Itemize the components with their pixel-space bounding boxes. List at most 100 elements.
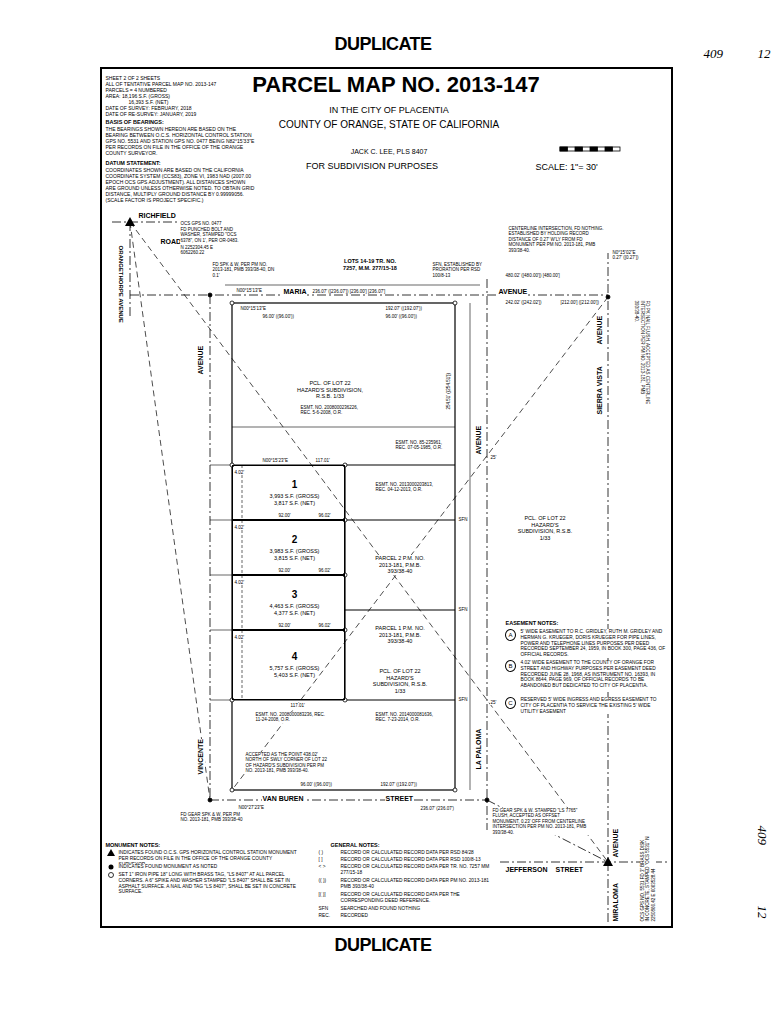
coordinate: N 2252304.45 E 6062260.22 bbox=[180, 245, 221, 256]
parcel-area: 4,377 S.F. (NET) bbox=[273, 610, 316, 617]
note-text: RESERVED 5' WIDE INGRESS AND EGRESS EASE… bbox=[520, 697, 666, 714]
parcel-box: 4 5,757 S.F. (GROSS)5,403 S.F. (NET) bbox=[232, 630, 345, 700]
dimension: 117.01' bbox=[315, 458, 330, 463]
surveyor-name: JACK C. LEE, PLS 8407 bbox=[350, 148, 428, 156]
stamp: DUPLICATE bbox=[334, 34, 432, 56]
centerlines bbox=[112, 222, 668, 925]
street-name: AVENUE bbox=[475, 425, 483, 455]
street-name: AVENUE bbox=[197, 345, 205, 375]
easement-label: ESMT. NO. 2014000081636, REC. 7-23-2014,… bbox=[375, 712, 436, 723]
note-symbols bbox=[107, 849, 115, 878]
parcel-area: 3,983 S.F. (GROSS) bbox=[269, 548, 321, 555]
sheet-number: 12 bbox=[757, 46, 771, 62]
lot-label: PCL. OF LOT 22 HAZARD'S SUBDIVISION, R.S… bbox=[512, 515, 578, 541]
monument-note: OCS GPS NO. 5531 FD 3" BRASS DISK IN CON… bbox=[640, 836, 656, 922]
sheet-number: 409 bbox=[703, 46, 724, 62]
lot-label: PARCEL 2 P.M. NO. 2013-181, P.M.B. 393/3… bbox=[370, 555, 431, 575]
tract-label: LOTS 14-19 TR. NO. 7257, M.M. 277/15-18 bbox=[340, 258, 401, 271]
note-text: COORDINATES SHOWN ARE BASED ON THE CALIF… bbox=[105, 167, 256, 203]
lot-label: PCL. OF LOT 22 HAZARD'S SUBDIVISION, R.S… bbox=[295, 380, 366, 400]
note-text: 4.02' WIDE EASEMENT TO THE COUNTY OF ORA… bbox=[520, 660, 666, 689]
note-text: SEARCHED AND FOUND NOTHING bbox=[340, 906, 421, 912]
note-text: THE BEARINGS SHOWN HEREON ARE BASED ON T… bbox=[105, 126, 256, 156]
scale-note: SCALE: 1"= 30' bbox=[535, 162, 598, 173]
note-text: 5' WIDE EASEMENT TO R.C. GRIDLEY, RUTH M… bbox=[520, 629, 666, 658]
note-text: INDICATES FOUND MONUMENT AS NOTED bbox=[118, 864, 218, 870]
monuments bbox=[208, 293, 610, 802]
note-heading: EASEMENT NOTES: bbox=[505, 620, 559, 627]
street-name: VINCENTE bbox=[197, 739, 205, 775]
dimension: 4.02' bbox=[234, 580, 245, 585]
note-heading: BASIS OF BEARINGS: bbox=[105, 119, 164, 126]
easement-label: ESMT. NO. 2008000236226, REC. 5-6-2008, … bbox=[300, 405, 361, 416]
dimension: 96.02' bbox=[318, 513, 331, 518]
sheet-frame bbox=[101, 68, 672, 927]
monument-note: CENTERLINE INTERSECTION, FD NOTHING. EST… bbox=[508, 226, 609, 253]
street-name: MARIA bbox=[283, 288, 307, 296]
scale-bar bbox=[560, 147, 620, 151]
easement-label: ESMT. NO. 85-235961, REC. 07-05-1985, O.… bbox=[395, 440, 451, 451]
monument-note: OCS GPS NO. 0477 bbox=[180, 221, 222, 226]
note-symbol: REC. bbox=[318, 913, 330, 919]
stamp: DUPLICATE bbox=[334, 935, 432, 957]
parcel-number: 2 bbox=[291, 534, 299, 546]
note-symbol: < > bbox=[318, 864, 326, 870]
easement-label: ESMT. NO. 2013000203813, REC. 04-12-2013… bbox=[375, 482, 436, 493]
sheet-number: 409 bbox=[754, 825, 770, 846]
dimension: [212.00'] ([212.00']) bbox=[560, 300, 600, 305]
bearing: N00°15'13"E bbox=[236, 288, 263, 293]
note-symbol: SFN bbox=[318, 906, 329, 912]
dimension: 242.02' ([242.02']) bbox=[505, 300, 542, 305]
dimension: 25' bbox=[490, 700, 497, 705]
parcel-number: 4 bbox=[291, 651, 299, 663]
monument-note: ACCEPTED AS THE POINT 438.02' NORTH OF S… bbox=[245, 752, 331, 774]
dimension: 96.02' bbox=[318, 568, 331, 573]
street-name: AVENUE bbox=[498, 288, 528, 296]
parcel-area: 3,993 S.F. (GROSS) bbox=[269, 493, 321, 500]
parcel-box: 34,463 S.F. (GROSS)4,377 S.F. (NET) bbox=[232, 575, 345, 630]
note-text: SET 1" IRON PIPE 18" LONG WITH BRASS TAG… bbox=[118, 872, 299, 895]
note-heading: GENERAL NOTES: bbox=[330, 842, 380, 849]
note-text: RECORD OR CALCULATED RECORD DATA PER TR.… bbox=[340, 864, 491, 876]
street-name: SIERRA VISTA bbox=[596, 366, 604, 415]
gps-stations bbox=[125, 217, 613, 866]
parcel-number: 1 bbox=[291, 479, 299, 491]
street-name: RICHFIELD bbox=[138, 212, 176, 220]
monument-note: SFN bbox=[458, 697, 468, 702]
note-symbol: (( )) bbox=[318, 878, 327, 884]
note-text: RECORD OR CALCULATED RECORD DATA PER RSD… bbox=[340, 857, 481, 863]
monument-note: FD GEAR SPK & W, PER PM NO. 2013-181, PM… bbox=[180, 812, 246, 823]
callout-letter: C bbox=[507, 700, 513, 706]
dimension: 236.07' ([236.07']) [236.00'] [236.07'] bbox=[312, 289, 386, 294]
dimension: 25' bbox=[490, 455, 497, 460]
parcel-number: 3 bbox=[291, 589, 299, 601]
note-text: RECORDED bbox=[340, 913, 368, 919]
monument-note: FD PUNCHED BOLT AND WASHER, STAMPED "OCS… bbox=[180, 227, 251, 243]
monument-note: SFN, ESTABLISHED BY PRORATION PER RSD 10… bbox=[432, 262, 488, 278]
callout-letter: B bbox=[507, 663, 513, 669]
easement-label: ESMT. NO. 2008000083236, REC. 11-24-2008… bbox=[255, 712, 326, 723]
note-text: RECORD OR CALCULATED RECORD DATA PER THE… bbox=[340, 892, 491, 904]
note-heading: DATUM STATEMENT: bbox=[105, 160, 161, 167]
bearing: N00°15'13"E bbox=[240, 306, 267, 311]
monument-note: FD GEAR SPK & W. STAMPED "LS 7765" FLUSH… bbox=[492, 808, 588, 835]
title-line: COUNTY OF ORANGE, STATE OF CALIFORNIA bbox=[278, 119, 500, 131]
parcel-area: 5,757 S.F. (GROSS) bbox=[269, 665, 321, 672]
title-line: IN THE CITY OF PLACENTIA bbox=[329, 105, 450, 116]
dimension: N0°15'02"E 0.27' ([0.27']) bbox=[612, 250, 643, 261]
dimension: 92.00' bbox=[278, 623, 291, 628]
dimension: 236.07' (236.07') bbox=[420, 806, 455, 811]
dimension: 192.07' ((192.07')) bbox=[380, 782, 418, 787]
dimension: 96.00' ((96.00')) bbox=[385, 314, 418, 319]
callout-circle: C bbox=[505, 697, 516, 709]
monument-note: SFN bbox=[458, 517, 468, 522]
callout-circle: A bbox=[505, 629, 516, 641]
parcel-area: 3,815 S.F. (NET) bbox=[273, 555, 316, 562]
dimension: 4.02' bbox=[234, 635, 245, 640]
dimension: 4.02' bbox=[234, 470, 245, 475]
easement-lines bbox=[210, 285, 480, 790]
note-text: RECORD OR CALCULATED RECORD DATA PER RSD… bbox=[340, 850, 474, 856]
note-symbol: ( ) bbox=[318, 850, 324, 856]
parcel-area: 5,403 S.F. (NET) bbox=[273, 672, 316, 679]
dimension: 92.00' bbox=[278, 513, 291, 518]
